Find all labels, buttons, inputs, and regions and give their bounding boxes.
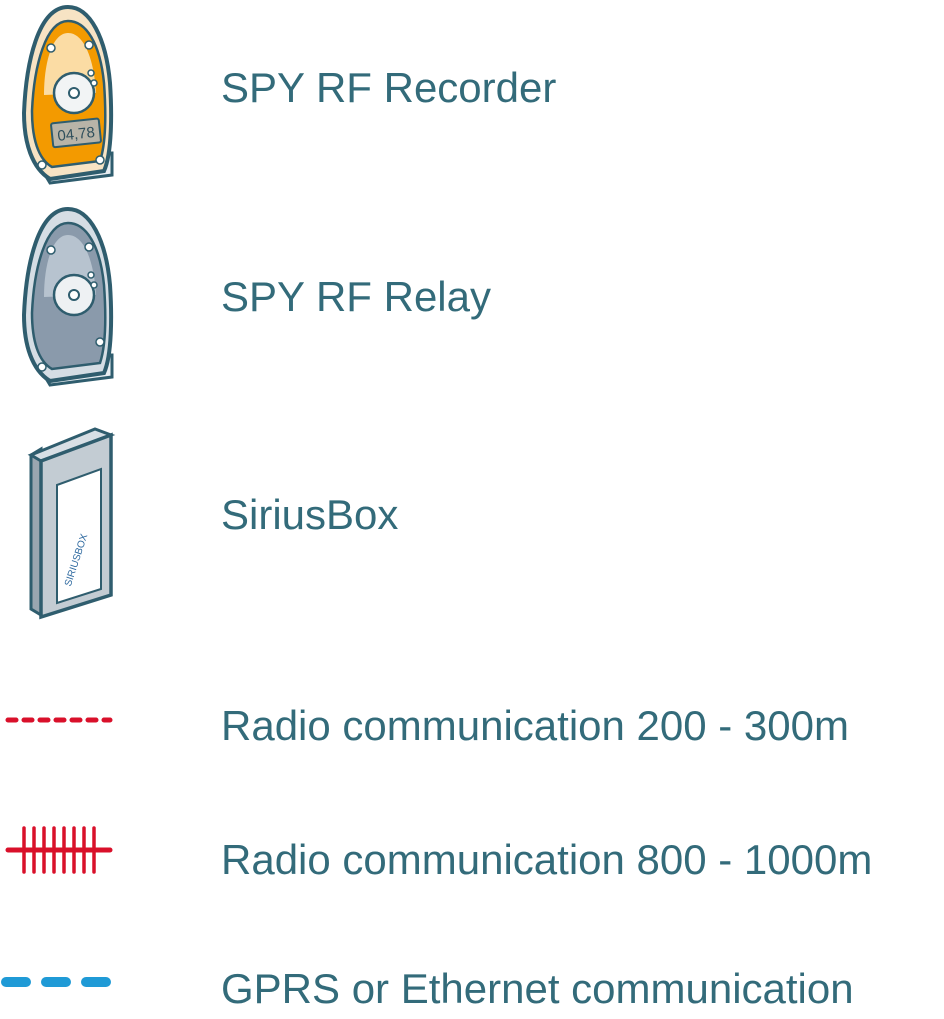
legend-label-siriusbox: SiriusBox bbox=[221, 491, 399, 538]
legend-label-gprs-ethernet: GPRS or Ethernet communication bbox=[221, 965, 854, 1012]
legend-label-radio-200-300: Radio communication 200 - 300m bbox=[221, 702, 849, 749]
red-hatched-line-icon bbox=[4, 822, 114, 878]
legend-label-radio-800-1000: Radio communication 800 - 1000m bbox=[221, 836, 873, 883]
legend-label-spy-rf-relay: SPY RF Relay bbox=[221, 273, 491, 320]
siriusbox-icon: SIRIUSBOX bbox=[27, 425, 117, 621]
recorder-display-value: 04,78 bbox=[57, 124, 96, 145]
blue-dashed-line-icon bbox=[0, 973, 112, 991]
legend-label-spy-rf-recorder: SPY RF Recorder bbox=[221, 64, 557, 111]
spy-rf-recorder-icon: 04,78 bbox=[20, 3, 116, 185]
red-dashed-line-icon bbox=[4, 712, 114, 728]
spy-rf-relay-icon bbox=[20, 205, 116, 387]
